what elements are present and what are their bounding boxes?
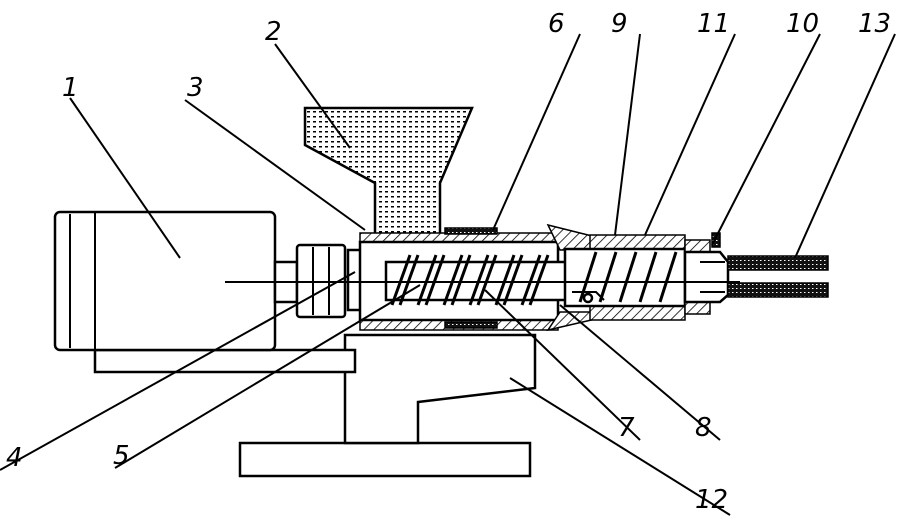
support-stand [343, 333, 537, 445]
label-11: 11 [697, 9, 730, 39]
label-5: 5 [113, 441, 130, 471]
label-1: 1 [62, 73, 79, 103]
label-3: 3 [187, 73, 204, 103]
die-head [683, 232, 730, 315]
label-4: 4 [6, 443, 23, 473]
label-10: 10 [786, 9, 819, 39]
base-plate [238, 441, 532, 478]
label-12: 12 [695, 485, 728, 515]
label-8: 8 [695, 413, 712, 443]
label-6: 6 [548, 9, 565, 39]
transition-cone [546, 223, 601, 332]
screw [384, 254, 568, 306]
hopper [303, 106, 474, 242]
extrudate [727, 255, 829, 298]
label-9: 9 [611, 9, 628, 39]
label-2: 2 [265, 17, 282, 47]
leader-lines [0, 33, 896, 516]
heating-barrel [563, 234, 687, 321]
callout-labels: 1 2 3 4 5 6 7 8 9 10 11 12 13 [6, 9, 891, 515]
motor-frame [93, 348, 357, 374]
label-13: 13 [858, 9, 891, 39]
label-7: 7 [618, 413, 635, 443]
